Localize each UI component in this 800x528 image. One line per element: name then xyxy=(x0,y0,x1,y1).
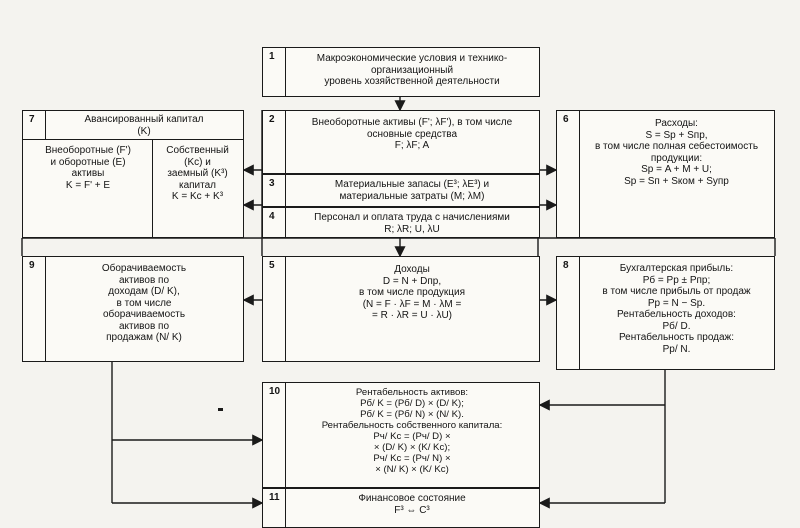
block-10-text: Рентабельность активов: Pб/ K = (Pб/ D) … xyxy=(321,387,503,475)
block-3-number: 3 xyxy=(269,178,275,189)
block-8-text: Бухгалтерская прибыль: Pб = Pр ± Pпр; в … xyxy=(602,263,751,355)
block-5-text: Доходы D = N + Dпр, в том числе продукци… xyxy=(358,264,465,321)
block-11-text: Финансовое состояние F³ ⇔ C³ xyxy=(358,493,466,516)
block-3-material-stocks: 3 Материальные запасы (E³; λE³) и матери… xyxy=(262,174,540,207)
block-6-expenses: 6 Расходы: S = Sр + Sпр, в том числе пол… xyxy=(556,110,775,238)
block-9-asset-turnover: 9 Оборачиваемость активов по доходам (D/… xyxy=(22,256,244,362)
block-1-text: Макроэкономические условия и технико- ор… xyxy=(316,53,508,87)
block-4-number: 4 xyxy=(269,211,275,222)
block-11-financial-state: 11 Финансовое состояние F³ ⇔ C³ xyxy=(262,488,540,528)
block-10-return-on-assets: 10 Рентабельность активов: Pб/ K = (Pб/ … xyxy=(262,382,540,488)
block-6-number: 6 xyxy=(563,114,569,125)
block-5-number: 5 xyxy=(269,260,275,271)
block-3-text: Материальные запасы (E³; λE³) и материал… xyxy=(334,179,490,202)
block-9-number: 9 xyxy=(29,260,35,271)
block-2-number: 2 xyxy=(269,114,275,125)
block-7-advanced-capital: 7 Авансированный капитал (K) Внеоборотны… xyxy=(22,110,244,238)
block-8-number: 8 xyxy=(563,260,569,271)
block-5-revenue: 5 Доходы D = N + Dпр, в том числе продук… xyxy=(262,256,540,362)
block-4-personnel: 4 Персонал и оплата труда с начислениями… xyxy=(262,207,540,238)
block-7-capital-text: Собственный (Kс) и заемный (K³) капитал … xyxy=(166,145,229,202)
block-7-assets-text: Внеоборотные (F') и оборотные (E) активы… xyxy=(45,145,131,191)
block-8-accounting-profit: 8 Бухгалтерская прибыль: Pб = Pр ± Pпр; … xyxy=(556,256,775,370)
block-2-text: Внеоборотные активы (F'; λF'), в том чис… xyxy=(311,117,513,151)
block-9-text: Оборачиваемость активов по доходам (D/ K… xyxy=(101,263,187,343)
block-11-number: 11 xyxy=(269,492,280,503)
block-4-text: Персонал и оплата труда с начислениями R… xyxy=(314,212,510,235)
connector-lines xyxy=(21,97,776,509)
block-1-number: 1 xyxy=(269,51,275,62)
block-7-title: Авансированный капитал (K) xyxy=(84,114,204,137)
block-1-macro-conditions: 1 Макроэкономические условия и технико- … xyxy=(262,47,540,97)
block-7-number: 7 xyxy=(29,114,35,125)
block-6-text: Расходы: S = Sр + Sпр, в том числе полна… xyxy=(594,118,759,187)
block-10-number: 10 xyxy=(269,386,281,397)
block-2-noncurrent-assets: 2 Внеоборотные активы (F'; λF'), в том ч… xyxy=(262,110,540,174)
